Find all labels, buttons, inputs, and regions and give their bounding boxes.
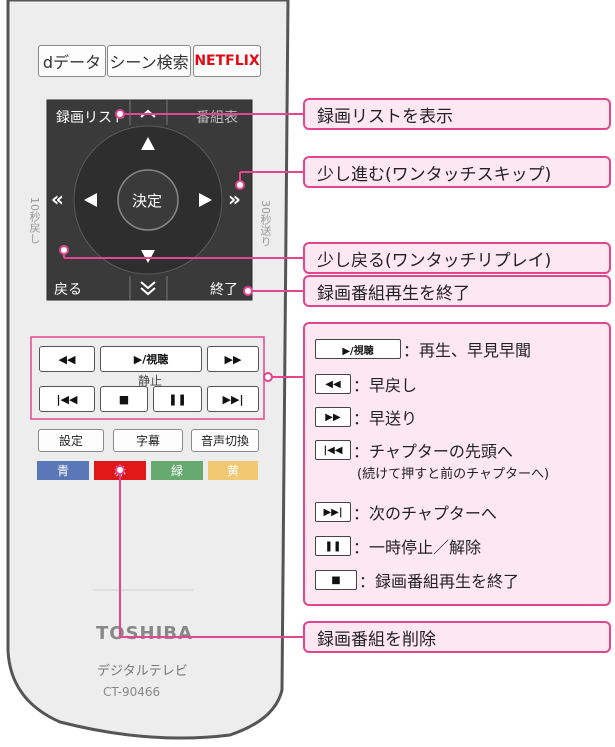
fast-forward-icon: ▶▶ xyxy=(224,352,242,366)
legend-play-text: ：再生、早見早聞 xyxy=(403,341,532,360)
next-chapter-icon: ▶▶| xyxy=(222,392,244,406)
blue-label: 青 xyxy=(56,464,69,478)
next-chapter-icon: ▶▶| xyxy=(315,502,351,522)
stop-button[interactable]: ■ xyxy=(100,386,148,412)
data-button-label: dデータ xyxy=(42,53,102,72)
pause-icon: ❚❚ xyxy=(168,392,187,406)
skip-back-side-label: 10秒戻し xyxy=(28,197,41,244)
prev-chapter-button[interactable]: |◀◀ xyxy=(39,386,95,412)
stop-icon: ■ xyxy=(315,570,357,590)
prev-chapter-icon: |◀◀ xyxy=(315,440,351,460)
callout-delete-text: 録画番組を削除 xyxy=(317,629,436,650)
yellow-button[interactable]: 黄 xyxy=(208,461,258,480)
legend-pause-text: ：一時停止／解除 xyxy=(353,538,482,557)
playback-legend: ▶/視聴 ：再生、早見早聞 ◀◀ ：早戻し ▶▶ ：早送り |◀◀ ：チャプター… xyxy=(303,322,611,606)
skip-back-button[interactable]: « xyxy=(51,187,64,211)
rewind-icon: ◀◀ xyxy=(315,374,351,394)
legend-prev-note: (続けて押すと前のチャプターへ) xyxy=(357,467,550,482)
legend-rewind-text: ：早戻し xyxy=(353,376,418,395)
legend-pause: ❚❚ ：一時停止／解除 xyxy=(315,534,481,558)
callout-rec-list: 録画リストを表示 xyxy=(303,98,611,130)
back-button[interactable]: 戻る xyxy=(54,282,82,298)
stop-icon: ■ xyxy=(118,392,130,406)
fast-forward-icon: ▶▶ xyxy=(315,407,351,427)
audio-switch-button[interactable]: 音声切換 xyxy=(191,429,259,452)
end-button[interactable]: 終了 xyxy=(210,282,238,298)
green-button[interactable]: 緑 xyxy=(151,461,203,480)
play-icon: ▶/視聴 xyxy=(315,339,401,359)
pause-icon: ❚❚ xyxy=(315,536,351,556)
legend-next-text: ：次のチャプターへ xyxy=(353,504,497,523)
subtitles-button[interactable]: 字幕 xyxy=(113,429,183,452)
legend-rewind: ◀◀ ：早戻し xyxy=(315,372,417,396)
legend-prev-chapter: |◀◀ ：チャプターの先頭へ xyxy=(315,438,513,462)
data-button[interactable]: dデータ xyxy=(38,45,106,77)
netflix-button[interactable]: NETFLIX xyxy=(193,45,261,77)
legend-next-chapter: ▶▶| ：次のチャプターへ xyxy=(315,500,497,524)
skip-forward-side-label: 30秒送り xyxy=(259,200,272,247)
ok-button[interactable]: 決定 xyxy=(132,192,163,210)
rec-list-button[interactable]: 録画リスト xyxy=(56,110,126,126)
yellow-label: 黄 xyxy=(226,464,239,478)
next-chapter-button[interactable]: ▶▶| xyxy=(207,386,259,412)
product-name: デジタルテレビ xyxy=(97,664,188,679)
scene-search-label: シーン検索 xyxy=(109,53,189,72)
prev-chapter-icon: |◀◀ xyxy=(56,392,78,406)
skip-forward-button[interactable]: » xyxy=(228,187,241,211)
legend-play: ▶/視聴 ：再生、早見早聞 xyxy=(315,337,531,361)
callout-rec-list-text: 録画リストを表示 xyxy=(317,106,453,127)
callout-end-playback: 録画番組再生を終了 xyxy=(303,275,611,307)
settings-label: 設定 xyxy=(58,434,83,448)
play-button[interactable]: ▶/視聴 xyxy=(100,346,202,372)
legend-stop: ■ ：録画番組再生を終了 xyxy=(315,568,519,592)
blue-button[interactable]: 青 xyxy=(37,461,89,480)
rewind-button[interactable]: ◀◀ xyxy=(39,346,95,372)
callout-skip-back-text: 少し戻る(ワンタッチリプレイ) xyxy=(317,250,552,271)
netflix-label: NETFLIX xyxy=(194,53,260,69)
play-icon: ▶/視聴 xyxy=(133,353,169,366)
legend-ffwd: ▶▶ ：早送り xyxy=(315,405,417,429)
legend-stop-text: ：録画番組再生を終了 xyxy=(359,572,520,591)
callout-skip-forward-text: 少し進む(ワンタッチスキップ) xyxy=(317,164,552,185)
model-number: CT-90466 xyxy=(103,685,161,699)
still-label: 静止 xyxy=(138,374,163,388)
fast-forward-button[interactable]: ▶▶ xyxy=(207,346,259,372)
legend-prev-text: ：チャプターの先頭へ xyxy=(353,442,513,461)
callout-end-text: 録画番組再生を終了 xyxy=(317,283,470,304)
settings-button[interactable]: 設定 xyxy=(38,429,104,452)
subtitles-label: 字幕 xyxy=(135,434,160,448)
callout-delete-recording: 録画番組を削除 xyxy=(303,621,611,653)
audio-switch-label: 音声切換 xyxy=(200,434,249,448)
green-label: 緑 xyxy=(170,464,183,478)
callout-skip-back: 少し戻る(ワンタッチリプレイ) xyxy=(303,242,611,274)
rewind-icon: ◀◀ xyxy=(58,352,76,366)
callout-skip-forward: 少し進む(ワンタッチスキップ) xyxy=(303,156,611,188)
pause-button[interactable]: ❚❚ xyxy=(153,386,202,412)
legend-ffwd-text: ：早送り xyxy=(353,409,418,428)
scene-search-button[interactable]: シーン検索 xyxy=(107,45,191,77)
